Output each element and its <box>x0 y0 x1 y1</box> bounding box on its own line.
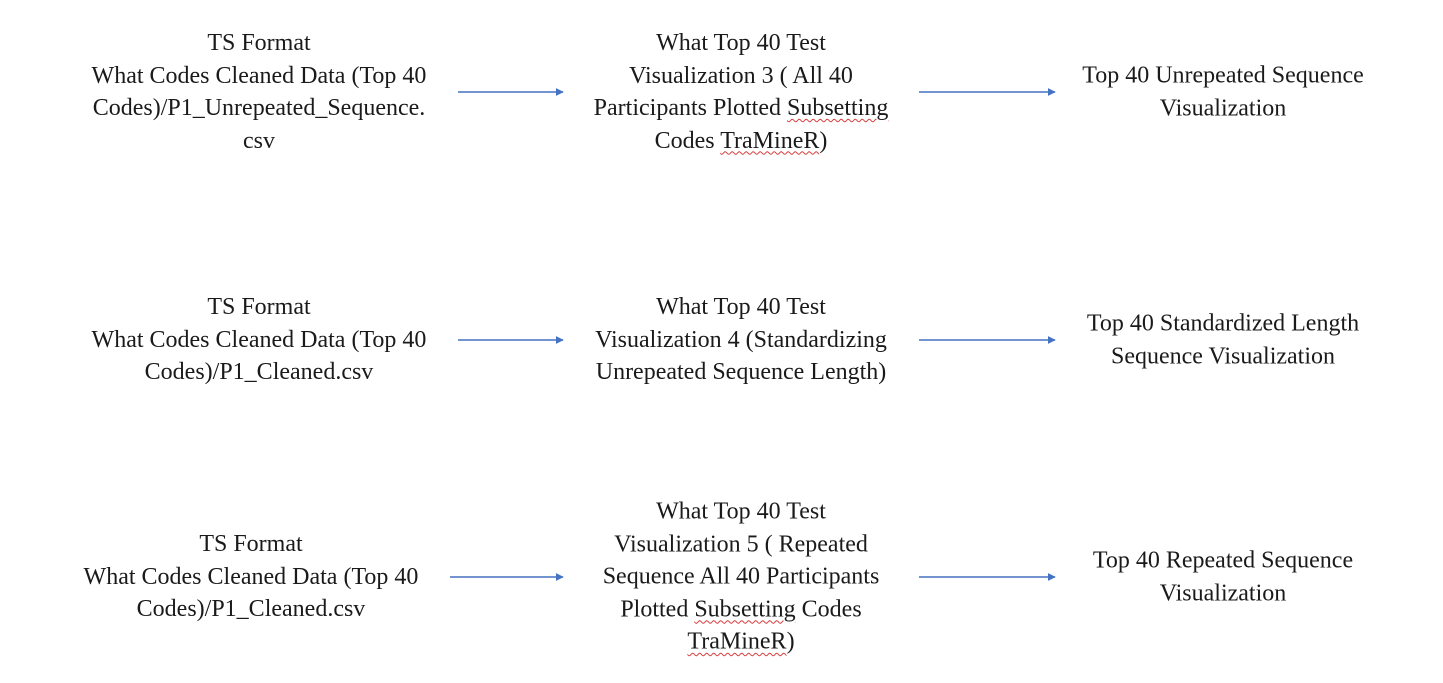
row1-process-line-1: What Top 40 Test <box>656 29 826 56</box>
row3-process-box: What Top 40 Test Visualization 5 ( Repea… <box>560 496 922 659</box>
row1-source-line-4: csv <box>243 127 275 154</box>
row3-output-box: Top 40 Repeated Sequence Visualization <box>1052 544 1394 609</box>
row3-process-closing-paren: ) <box>786 628 795 655</box>
row2-process-line-1: What Top 40 Test <box>656 294 826 321</box>
row2-process-box: What Top 40 Test Visualization 4 (Standa… <box>560 291 922 389</box>
row3-source-line-1: TS Format <box>199 531 303 558</box>
row1-process-line-4-text: Codes <box>654 127 721 154</box>
row1-source-line-3: Codes)/P1_Unrepeated_Sequence. <box>92 95 426 121</box>
row1-process-line-4: Codes TraMineR) <box>560 125 922 158</box>
row3-output-line-2: Visualization <box>1159 580 1287 606</box>
row3-process-line-5: TraMineR) <box>560 626 922 659</box>
row2-process-line-2: Visualization 4 (Standardizing <box>595 326 887 353</box>
row1-source-line-2: What Codes Cleaned Data (Top 40 <box>91 62 427 89</box>
row3-process-line-4: Plotted Subsetting Codes <box>560 593 922 626</box>
row3-source-box: TS Format What Codes Cleaned Data (Top 4… <box>64 528 438 626</box>
row1-process-closing-paren: ) <box>819 127 828 154</box>
row1-process-box: What Top 40 Test Visualization 3 ( All 4… <box>560 27 922 157</box>
row3-process-traminer-word: TraMineR <box>687 628 787 655</box>
row1-process-line-2: Visualization 3 ( All 40 <box>629 62 853 89</box>
row1-process-line-3: Participants Plotted Subsetting <box>560 92 922 125</box>
row3-process-line-2: Visualization 5 ( Repeated <box>614 531 868 558</box>
row3-process-line-1: What Top 40 Test <box>656 498 826 525</box>
row2-output-box: Top 40 Standardized Length Sequence Visu… <box>1052 307 1394 372</box>
row2-source-line-1: TS Format <box>207 294 311 321</box>
row1-output-line-2: Visualization <box>1159 95 1287 121</box>
row1-output-box: Top 40 Unrepeated Sequence Visualization <box>1052 59 1394 124</box>
row1-output-line-1: Top 40 Unrepeated Sequence <box>1082 62 1364 89</box>
row1-source-line-1: TS Format <box>207 29 311 56</box>
row3-source-line-3: Codes)/P1_Cleaned.csv <box>136 596 366 623</box>
row3-process-line-4-text: Plotted <box>620 596 695 623</box>
row3-source-line-2: What Codes Cleaned Data (Top 40 <box>83 563 419 590</box>
row1-process-traminer-word: TraMineR <box>720 127 820 154</box>
row1-process-line-3-text: Participants Plotted <box>593 95 787 121</box>
row2-source-line-3: Codes)/P1_Cleaned.csv <box>144 359 374 386</box>
row3-process-subsetting-word: Subsetting <box>694 596 796 623</box>
row3-output-line-1: Top 40 Repeated Sequence <box>1092 547 1354 574</box>
row2-source-box: TS Format What Codes Cleaned Data (Top 4… <box>72 291 446 389</box>
row2-source-line-2: What Codes Cleaned Data (Top 40 <box>91 326 427 353</box>
row1-process-subsetting-word: Subsetting <box>786 95 889 121</box>
row3-process-line-3: Sequence All 40 Participants <box>602 563 880 590</box>
row2-output-line-1: Top 40 Standardized Length <box>1086 310 1360 337</box>
row3-process-line-4-tail: Codes <box>795 596 862 623</box>
row1-source-box: TS Format What Codes Cleaned Data (Top 4… <box>72 27 446 157</box>
row2-output-line-2: Sequence Visualization <box>1110 343 1336 369</box>
row2-process-line-3: Unrepeated Sequence Length) <box>595 359 887 386</box>
